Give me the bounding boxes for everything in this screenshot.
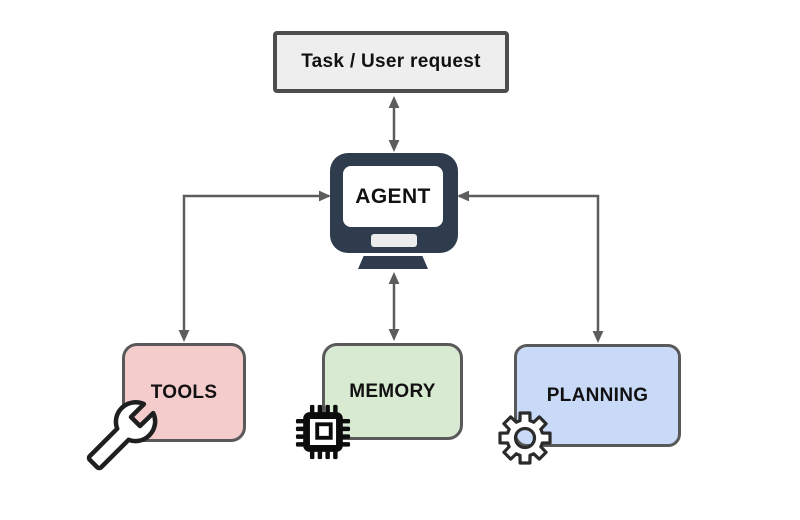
wrench-icon	[86, 400, 158, 471]
gear-icon	[498, 411, 552, 465]
arrowheads	[178, 96, 604, 343]
memory-label: MEMORY	[349, 380, 436, 402]
arrowhead-left-into-agent	[457, 190, 469, 202]
planning-label: PLANNING	[546, 384, 649, 406]
arrowhead-up-into-task	[388, 96, 400, 108]
node-tools: TOOLS	[122, 343, 246, 442]
monitor-icon: AGENT	[330, 153, 458, 253]
edge-agent-planning	[459, 194, 600, 339]
task-label: Task / User request	[301, 51, 481, 72]
agent-label: AGENT	[355, 184, 431, 208]
edge-agent-tools	[182, 194, 329, 338]
monitor-button-bar	[371, 234, 417, 247]
monitor-stand	[358, 256, 428, 269]
arrowhead-down-into-tools	[178, 330, 190, 342]
node-memory: MEMORY	[322, 343, 463, 440]
arrowhead-right-into-agent	[319, 190, 331, 202]
chip-icon	[295, 404, 351, 460]
chip-core	[315, 422, 333, 440]
node-task-user-request: Task / User request	[273, 31, 509, 93]
arrowhead-up-into-agent-stand	[388, 272, 400, 284]
arrowhead-down-into-agent	[388, 140, 400, 152]
monitor-screen: AGENT	[343, 166, 443, 227]
arrowhead-down-into-memory	[388, 329, 400, 341]
tools-label: TOOLS	[150, 381, 218, 403]
node-planning: PLANNING	[514, 344, 681, 447]
arrowhead-down-into-planning	[592, 331, 604, 343]
